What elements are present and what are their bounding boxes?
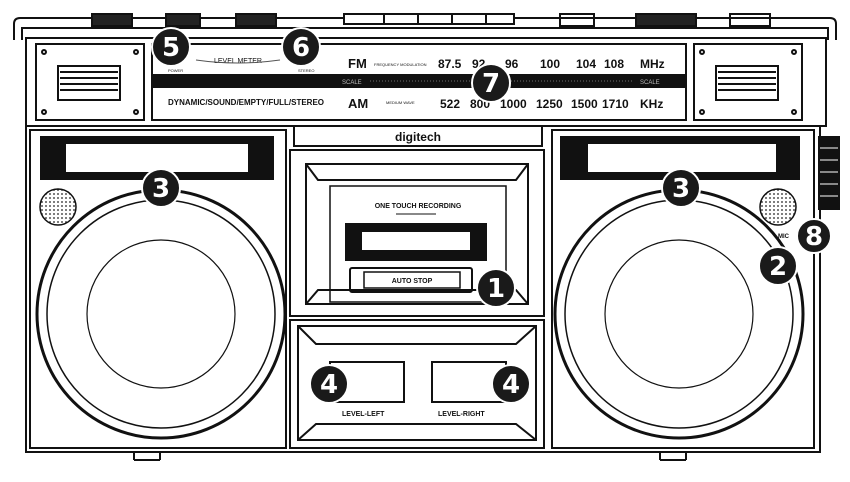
am-freq-5: 1500 — [571, 97, 598, 111]
svg-text:8: 8 — [805, 222, 823, 252]
brand-logo: digitech — [395, 130, 441, 144]
auto-stop-label: AUTO STOP — [392, 278, 433, 285]
callout-1: 1 — [476, 268, 516, 308]
am-freq-4: 1250 — [536, 97, 563, 111]
svg-text:4: 4 — [502, 370, 520, 400]
svg-text:4: 4 — [320, 370, 338, 400]
am-freq-3: 1000 — [500, 97, 527, 111]
one-touch-recording-label: ONE TOUCH RECORDING — [375, 203, 462, 210]
level-meter-stereo-label: STEREO — [298, 68, 314, 73]
fm-freq-1: 87.5 — [438, 57, 462, 71]
callout-5: 5 — [151, 27, 191, 67]
callout-3-right: 3 — [661, 168, 701, 208]
tuner-dial: FM FREQUENCY MODULATION 87.5 92 96 100 1… — [152, 56, 686, 111]
callout-6: 6 — [281, 27, 321, 67]
svg-text:5: 5 — [162, 33, 180, 63]
left-speaker — [35, 136, 287, 440]
am-freq-1: 522 — [440, 97, 460, 111]
callout-2: 2 — [758, 246, 798, 286]
svg-text:6: 6 — [292, 33, 310, 63]
svg-text:3: 3 — [152, 174, 170, 204]
svg-text:2: 2 — [769, 252, 787, 282]
level-meter-title: LEVEL METER — [214, 58, 262, 65]
am-description: MEDIUM WAVE — [386, 100, 415, 105]
callout-7: 7 — [471, 63, 511, 103]
scale-right-label: SCALE — [640, 80, 660, 86]
svg-text:1: 1 — [487, 274, 505, 304]
lower-panel — [289, 319, 545, 449]
svg-text:7: 7 — [482, 69, 500, 99]
am-freq-6: 1710 — [602, 97, 629, 111]
fm-label: FM — [348, 56, 367, 71]
callout-3-left: 3 — [141, 168, 181, 208]
fm-freq-3: 96 — [505, 57, 519, 71]
level-left-label: LEVEL-LEFT — [342, 411, 385, 418]
fm-unit: MHz — [640, 57, 665, 71]
level-meter-power-label: POWER — [168, 68, 183, 73]
level-right-label: LEVEL-RIGHT — [438, 411, 485, 418]
fm-description: FREQUENCY MODULATION — [374, 62, 427, 67]
callout-4-right: 4 — [491, 364, 531, 404]
callout-4-left: 4 — [309, 364, 349, 404]
level-meter-mode-text: DYNAMIC/SOUND/EMPTY/FULL/STEREO — [168, 98, 324, 107]
scale-left-label: SCALE — [342, 80, 362, 86]
fm-freq-6: 108 — [604, 57, 624, 71]
left-tweeter — [39, 188, 77, 226]
am-label: AM — [348, 96, 368, 111]
callout-8: 8 — [796, 218, 832, 254]
mic-label: MIC — [778, 234, 790, 240]
svg-text:3: 3 — [672, 174, 690, 204]
top-handle — [13, 13, 837, 40]
cassette-deck — [289, 125, 545, 317]
fm-freq-5: 104 — [576, 57, 596, 71]
fm-freq-4: 100 — [540, 57, 560, 71]
side-knob — [818, 136, 840, 210]
callouts: 1 2 3 3 4 4 5 6 7 8 — [141, 27, 832, 404]
right-tweeter — [759, 188, 797, 226]
am-unit: KHz — [640, 97, 663, 111]
